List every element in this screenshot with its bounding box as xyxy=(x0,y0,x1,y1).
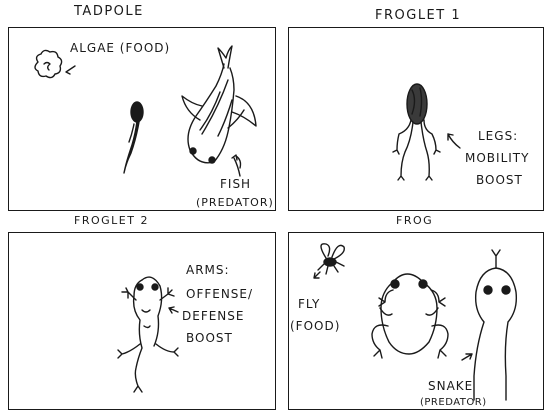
tadpole-drawing xyxy=(124,102,143,173)
fish-predator-label: (PREDATOR) xyxy=(196,192,274,213)
offense-label: OFFENSE/ xyxy=(186,284,253,305)
boost-label-1: BOOST xyxy=(476,170,523,191)
mobility-label: MOBILITY xyxy=(465,148,529,169)
arms-label: ARMS: xyxy=(186,260,230,281)
boost-label-2: BOOST xyxy=(186,328,233,349)
algae-drawing xyxy=(35,50,75,77)
snake-drawing xyxy=(474,250,516,400)
frog-drawing xyxy=(372,274,448,358)
algae-label: ALGAE (FOOD) xyxy=(70,38,170,59)
legs-label: LEGS: xyxy=(478,126,518,147)
snake-predator-label: (PREDATOR) xyxy=(420,396,487,410)
fish-drawing xyxy=(182,46,256,168)
snake-label: SNAKE xyxy=(428,376,473,397)
fly-drawing xyxy=(314,244,344,278)
fly-label: FLY xyxy=(298,294,320,315)
froglet-2-drawing xyxy=(118,277,178,392)
froglet-1-drawing xyxy=(393,84,440,180)
defense-label: DEFENSE xyxy=(182,306,244,327)
fly-food-label: (FOOD) xyxy=(290,316,340,337)
